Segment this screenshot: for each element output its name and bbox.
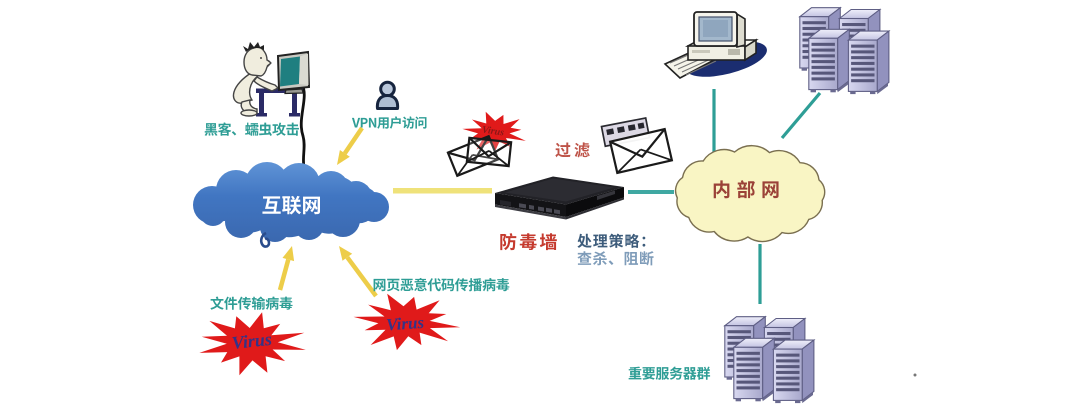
svg-text:Virus: Virus: [386, 313, 425, 335]
svg-text:Virus: Virus: [481, 125, 505, 139]
svg-text:Virus: Virus: [231, 329, 273, 353]
